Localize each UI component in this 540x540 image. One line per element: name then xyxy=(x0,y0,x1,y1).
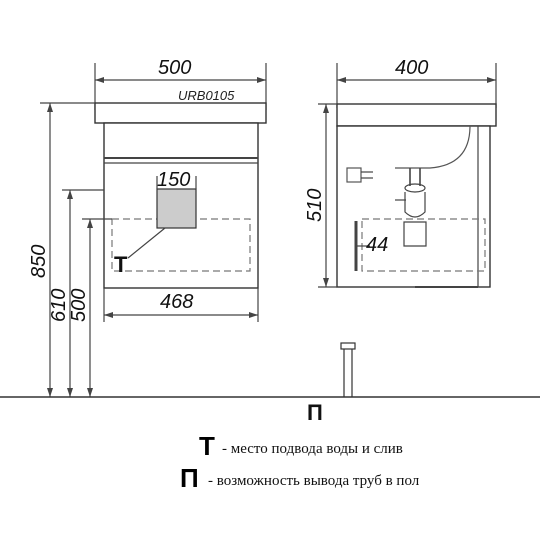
arrow-head xyxy=(87,219,93,228)
side-height-label: 510 xyxy=(304,189,326,222)
legend-key-floor: П xyxy=(180,463,199,493)
arrow-head xyxy=(67,388,73,397)
arrow-head xyxy=(87,388,93,397)
legend-key-water: Т xyxy=(199,431,215,461)
model-code: URB0105 xyxy=(178,88,235,103)
side-cabinet-body xyxy=(336,125,491,288)
arrow-head xyxy=(323,278,329,287)
floor-section xyxy=(0,342,540,398)
side-dashed-drawer xyxy=(361,218,486,272)
basin-curve xyxy=(395,125,471,169)
siphon-ring xyxy=(404,183,426,193)
legend: Т - место подвода воды и слив П - возмож… xyxy=(180,431,420,493)
floor-pipe-cap xyxy=(340,342,356,350)
height-mid-label: 610 xyxy=(48,289,70,322)
front-view xyxy=(40,63,267,397)
arrow-head xyxy=(249,312,258,318)
arrow-head xyxy=(337,77,346,83)
arrow-head xyxy=(47,103,53,112)
arrow-head xyxy=(104,312,113,318)
height-low-label: 500 xyxy=(68,289,90,322)
side-view xyxy=(318,63,497,288)
arrow-head xyxy=(323,104,329,113)
side-basin-top xyxy=(336,103,497,127)
front-width-label: 500 xyxy=(158,57,191,79)
wall-connector xyxy=(346,167,362,183)
pipe-zone-box xyxy=(156,188,197,229)
legend-text-water: - место подвода воды и слив xyxy=(222,441,403,457)
legend-text-floor: - возможность вывода труб в пол xyxy=(208,473,420,489)
arrow-head xyxy=(257,77,266,83)
side-depth-label: 400 xyxy=(395,57,428,79)
floor-outlet-marker: П xyxy=(307,400,323,425)
siphon-bottle-top xyxy=(404,192,426,218)
arrow-head xyxy=(95,77,104,83)
clearance-label: 44 xyxy=(366,234,388,256)
arrow-head xyxy=(47,388,53,397)
pipe-offset-label: 150 xyxy=(157,169,190,191)
basin-top xyxy=(94,102,267,124)
siphon-bottle xyxy=(403,221,427,247)
water-leader-line xyxy=(127,227,166,259)
arrow-head xyxy=(487,77,496,83)
water-outlet-marker: Т xyxy=(114,252,128,277)
inner-width-label: 468 xyxy=(160,291,193,313)
height-total-label: 850 xyxy=(28,245,50,278)
arrow-head xyxy=(67,190,73,199)
